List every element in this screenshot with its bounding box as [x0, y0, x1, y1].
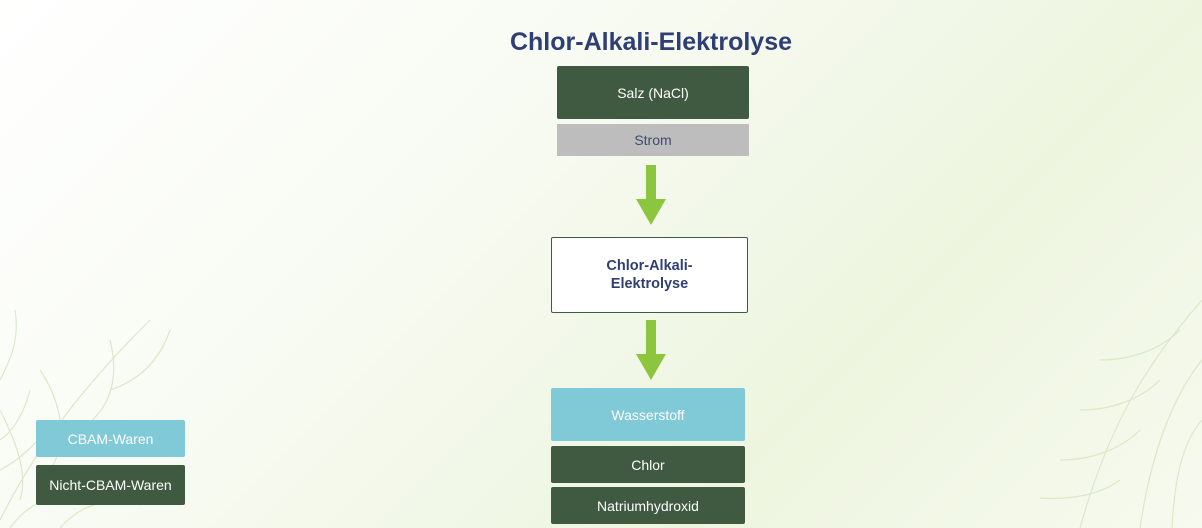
- output-hydrogen-box: Wasserstoff: [551, 388, 745, 441]
- diagram-title: Chlor-Alkali-Elektrolyse: [509, 28, 793, 56]
- legend-non-cbam: Nicht-CBAM-Waren: [36, 465, 185, 505]
- down-arrow-icon: [636, 320, 666, 380]
- process-label-line1: Chlor-Alkali-: [606, 258, 693, 274]
- output-chlorine-box: Chlor: [551, 446, 745, 483]
- down-arrow-icon: [636, 165, 666, 225]
- process-box: Chlor-Alkali- Elektrolyse: [551, 237, 748, 313]
- output-sodium-hydroxide-box: Natriumhydroxid: [551, 487, 745, 524]
- input-salt-box: Salz (NaCl): [557, 66, 749, 119]
- legend-cbam: CBAM-Waren: [36, 420, 185, 457]
- input-power-box: Strom: [557, 124, 749, 156]
- process-label-line2: Elektrolyse: [610, 276, 689, 292]
